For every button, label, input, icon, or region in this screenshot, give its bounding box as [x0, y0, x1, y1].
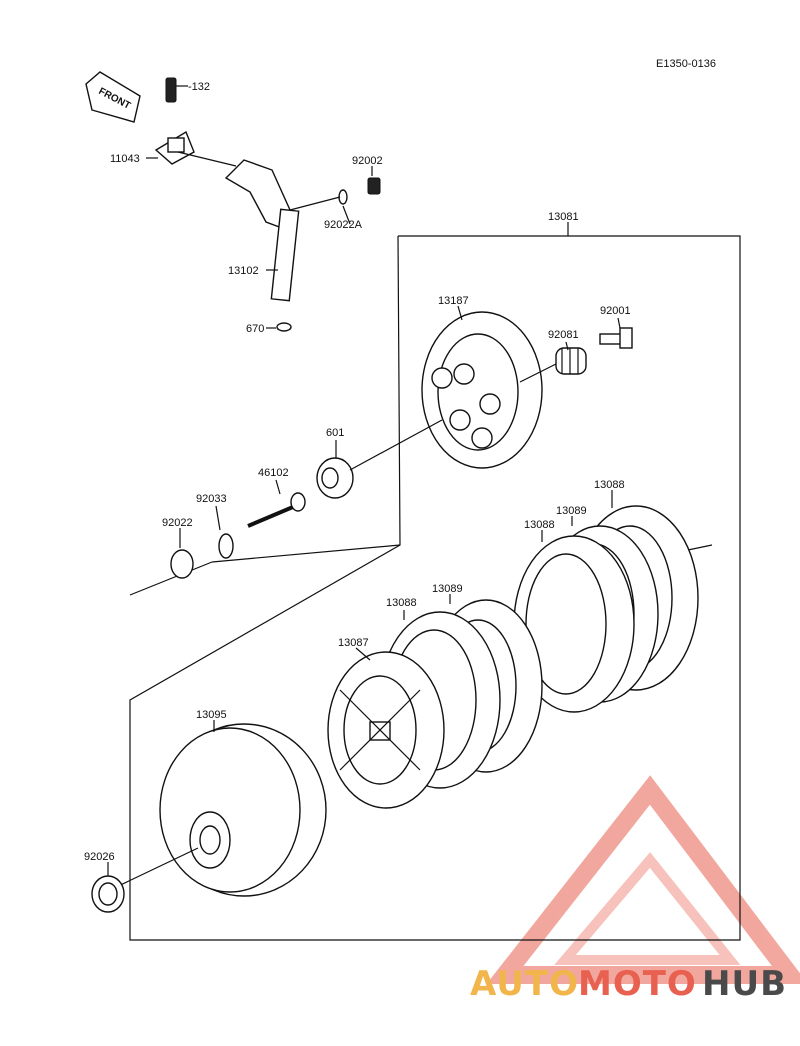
callout-11043: 11043	[110, 153, 140, 165]
pressure-plate	[421, 311, 543, 469]
watermark-auto: AUTO	[470, 964, 579, 1004]
spring-and-bolt	[519, 327, 633, 383]
callout-13089-mid: 13089	[432, 583, 463, 595]
clutch-housing	[109, 723, 327, 897]
pushrod-46102	[247, 492, 306, 528]
callout-92026: 92026	[84, 851, 115, 863]
callout-13087: 13087	[338, 637, 369, 649]
callout-labels: -132 11043 92002 92022A 13102 670 13081 …	[84, 81, 631, 863]
callout-92002: 92002	[352, 155, 383, 167]
clutch-plates	[379, 505, 699, 789]
watermark-logo	[486, 775, 800, 984]
circlips	[170, 533, 234, 579]
callout-13089-top: 13089	[556, 505, 587, 517]
clutch-hub	[327, 651, 445, 809]
callout-13081: 13081	[548, 211, 579, 223]
watermark-hub: HUB	[702, 964, 787, 1004]
callout-92033: 92033	[196, 493, 227, 505]
callout-13095: 13095	[196, 709, 227, 721]
callout-46102: 46102	[258, 467, 289, 479]
callout-92022: 92022	[162, 517, 193, 529]
callout-92022A: 92022A	[324, 219, 363, 231]
callout-670: 670	[246, 323, 264, 335]
callout-13102: 13102	[228, 265, 259, 277]
diagram-code: E1350-0136	[656, 58, 716, 70]
release-lever-group	[154, 77, 381, 332]
watermark-moto: MOTO	[578, 964, 697, 1004]
bearing-601	[316, 419, 443, 499]
callout-13088-mid: 13088	[524, 519, 555, 531]
callout-13187: 13187	[438, 295, 469, 307]
callout-92081: 92081	[548, 329, 579, 341]
watermark-text: AUTO MOTO HUB	[470, 964, 787, 1004]
callout-132: -132	[188, 81, 210, 93]
callout-13088-top: 13088	[594, 479, 625, 491]
leader-lines	[107, 85, 621, 876]
callout-92001: 92001	[600, 305, 631, 317]
callout-601: 601	[326, 427, 344, 439]
washer-92026	[91, 875, 125, 913]
callout-13088-low: 13088	[386, 597, 417, 609]
front-arrow: FRONT	[85, 71, 141, 123]
